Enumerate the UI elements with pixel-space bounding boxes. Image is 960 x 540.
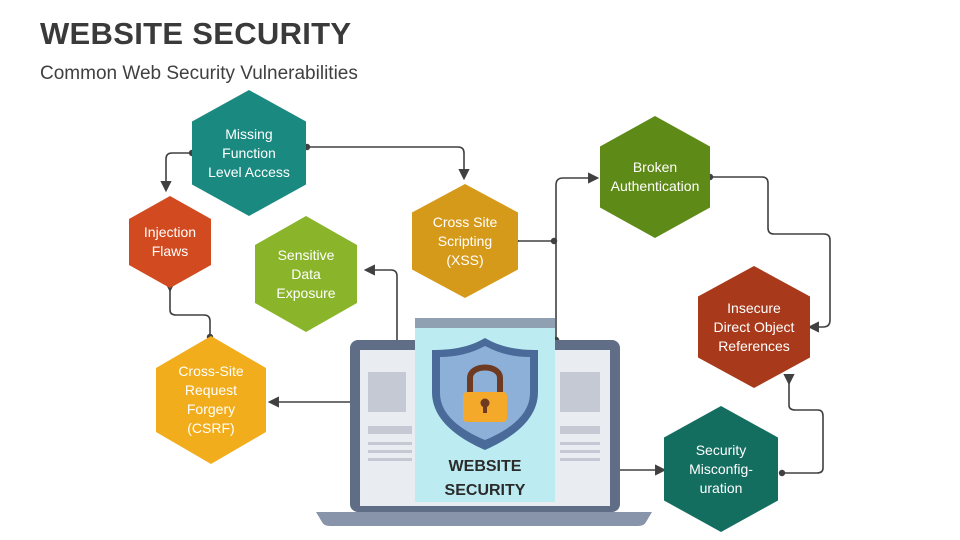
node-label: Broken Authentication — [610, 159, 700, 194]
node-security-misconfiguration: Security Misconfig- uration — [664, 406, 778, 532]
node-cross-site-request-forgery: Cross-Site Request Forgery (CSRF) — [156, 336, 266, 464]
node-label: Cross Site Scripting (XSS) — [432, 213, 498, 268]
connector-laptop-to-sensitive — [363, 264, 398, 340]
padlock-icon — [463, 364, 507, 422]
node-label: Missing Function Level Access — [208, 125, 290, 180]
connector-missing-to-xss — [303, 143, 470, 181]
node-missing-function-level-access: Missing Function Level Access — [192, 90, 306, 216]
connector-broken-to-insecure — [706, 173, 831, 333]
node-label: Sensitive Data Exposure — [276, 246, 336, 301]
node-label: Insecure Direct Object References — [713, 299, 795, 354]
connector-badge-to-broken — [552, 172, 600, 344]
connector-missing-to-injection — [160, 149, 196, 193]
node-label: Injection Flaws — [143, 224, 197, 259]
node-label: Cross-Site Request Forgery (CSRF) — [178, 363, 244, 436]
page-title: WEBSITE SECURITY — [40, 16, 352, 51]
connector-lines — [160, 143, 831, 477]
node-insecure-direct-object-references: Insecure Direct Object References — [698, 266, 810, 388]
connector-insecure-to-misconfig — [778, 374, 824, 477]
node-label: Security Misconfig- uration — [689, 441, 753, 496]
page-subtitle: Common Web Security Vulnerabilities — [40, 63, 358, 84]
website-security-label: WEBSITE SECURITY — [444, 458, 526, 499]
connector-injection-to-csrf — [164, 281, 214, 341]
